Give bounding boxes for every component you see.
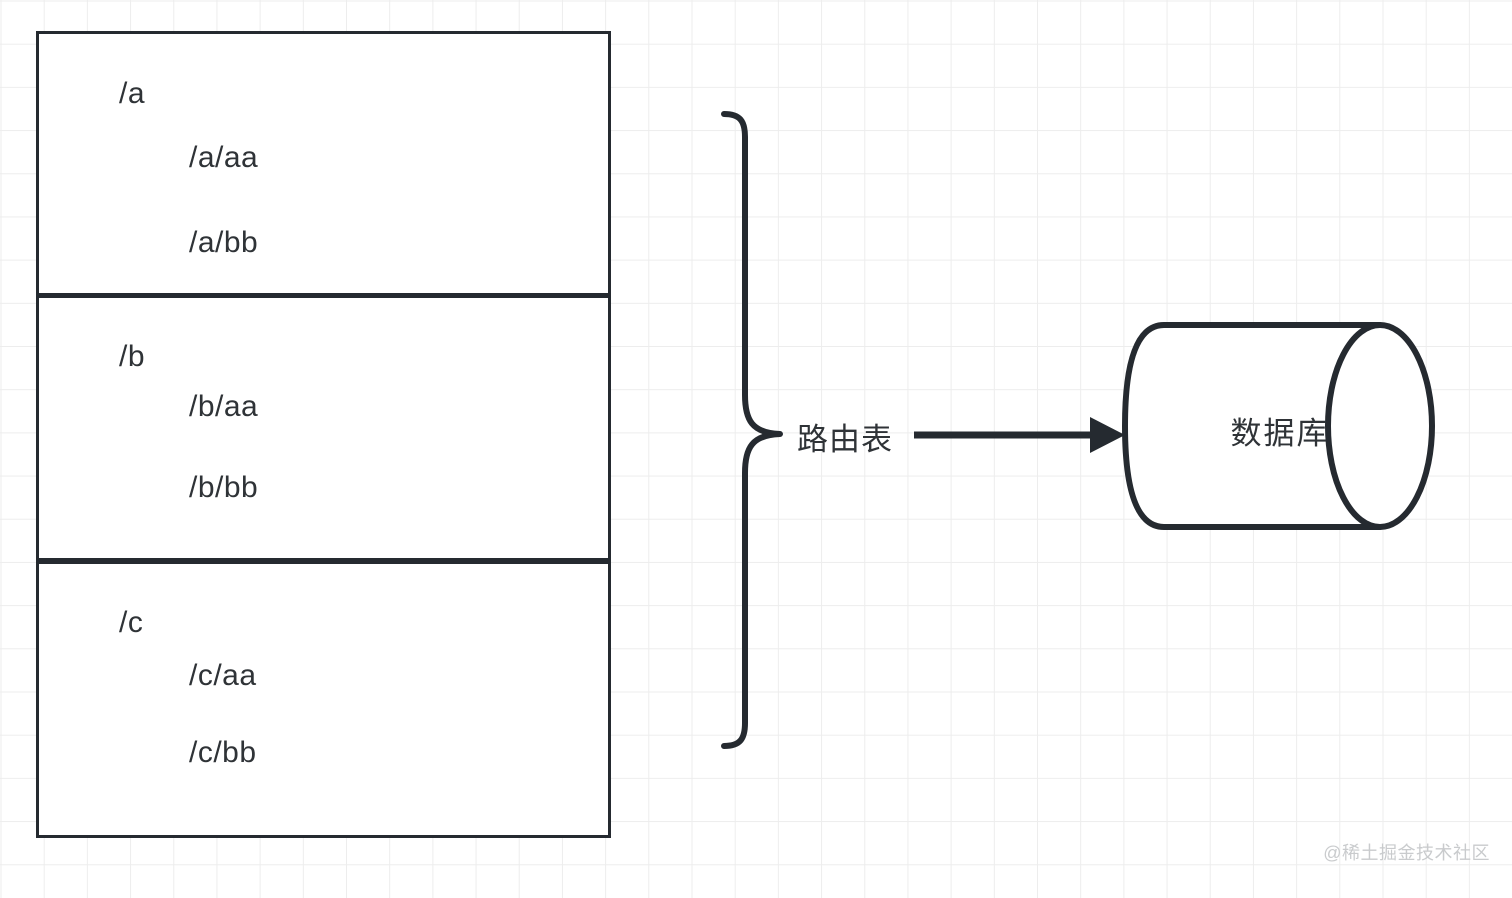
- database-icon: [1122, 322, 1435, 530]
- route-root-label: /b: [119, 340, 146, 373]
- curly-brace-icon: [721, 111, 783, 749]
- route-child-label: /a/aa: [189, 141, 259, 174]
- route-root-label: /a: [119, 77, 146, 110]
- route-block-c: /c /c/aa /c/bb: [36, 561, 611, 838]
- route-child-label: /b/aa: [189, 390, 259, 423]
- route-child-label: /c/bb: [189, 736, 257, 769]
- route-child-label: /c/aa: [189, 659, 257, 692]
- database-label: 数据库: [1230, 416, 1330, 451]
- route-child-label: /b/bb: [189, 471, 259, 504]
- route-block-b: /b /b/aa /b/bb: [36, 295, 611, 561]
- flow-arrow: [910, 405, 1140, 465]
- watermark: @稀土掘金技术社区: [1323, 843, 1490, 863]
- arrow-right-icon: [914, 417, 1125, 453]
- database-cylinder: [1118, 316, 1444, 536]
- route-table-label: 路由表: [797, 422, 893, 457]
- route-root-label: /c: [119, 606, 144, 639]
- curly-brace: [700, 95, 820, 765]
- route-table-stack: /a /a/aa /a/bb /b /b/aa /b/bb /c /c/aa /…: [36, 31, 611, 838]
- route-block-a: /a /a/aa /a/bb: [36, 31, 611, 296]
- route-child-label: /a/bb: [189, 226, 259, 259]
